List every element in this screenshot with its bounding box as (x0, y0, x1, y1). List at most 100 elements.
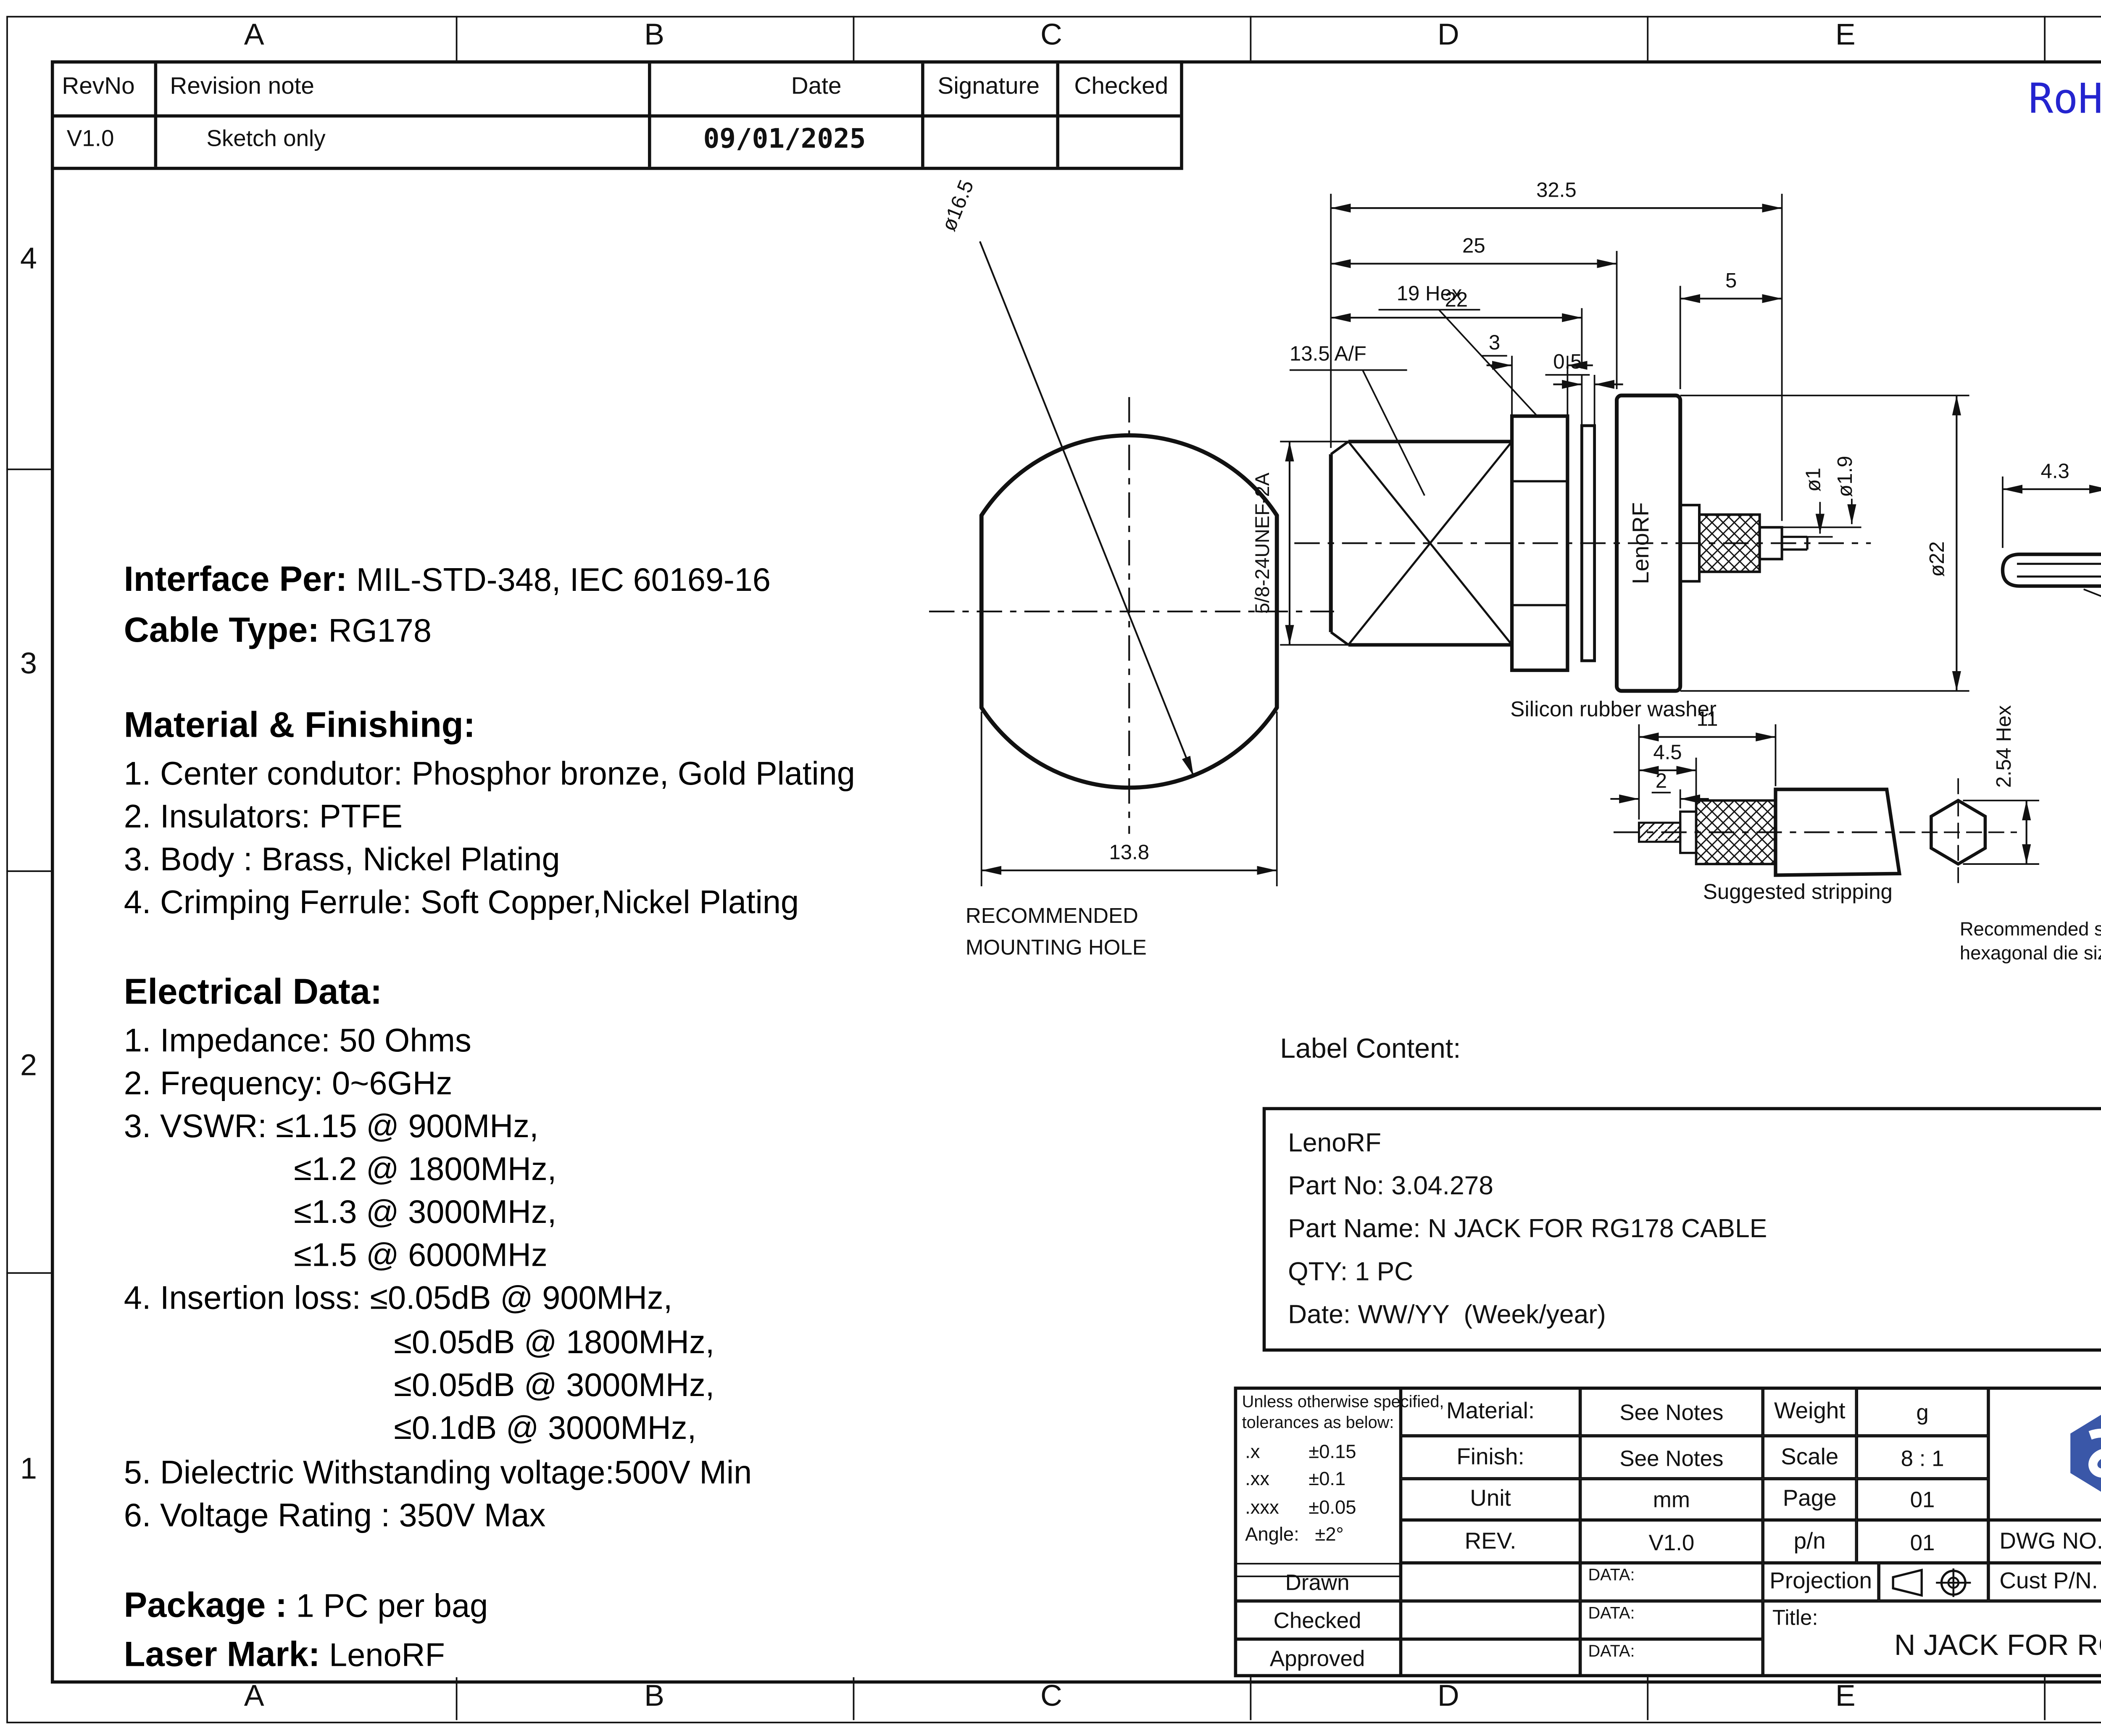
sheet-outer-border (6, 16, 2101, 1723)
material-item: 2. Insulators: PTFE (124, 799, 403, 836)
material-item: 3. Body : Brass, Nickel Plating (124, 842, 560, 879)
dim-25-label: 25 (1462, 234, 1485, 257)
electrical-item: ≤0.05dB @ 3000MHz, (394, 1367, 715, 1404)
interface-per-line: Interface Per: MIL-STD-348, IEC 60169-16 (124, 559, 771, 600)
checked-date-cell: DATA: (1580, 1601, 1763, 1639)
tolerance-box: Unless otherwise specified, tolerances a… (1234, 1386, 1444, 1578)
tolerance-row: Angle:±2° (1242, 1524, 1399, 1545)
checked-label-cell: Checked (1234, 1601, 1401, 1639)
zone-letter-top: E (1835, 19, 1856, 53)
tolerance-row: .x±0.15 (1242, 1441, 1399, 1462)
stripping-detail: 11 4.5 2 Suggested stripping (1610, 708, 1914, 904)
revision-table: RevNo Revision note Date Signature Check… (50, 60, 1183, 170)
zone-tick (2044, 16, 2046, 61)
package-label: Package : (124, 1585, 287, 1625)
tol-key: .xxx (1245, 1495, 1279, 1518)
electrical-item: ≤0.05dB @ 1800MHz, (394, 1325, 715, 1362)
page-label-cell: Page (1763, 1478, 1857, 1520)
dim-2-label: 2 (1656, 770, 1667, 793)
rev-col-header: Date (791, 73, 842, 100)
tolerance-note: Unless otherwise specified, (1242, 1393, 1444, 1412)
dim-0-5-label: 0.5 (1553, 350, 1582, 373)
zone-letter-top: A (244, 19, 264, 53)
electrical-item: 6. Voltage Rating : 350V Max (124, 1498, 546, 1534)
zone-letter-top: C (1040, 19, 1062, 53)
cable-type-line: Cable Type: RG178 (124, 610, 432, 651)
label-line: LenoRF (1288, 1129, 1382, 1158)
package-line: Package : 1 PC per bag (124, 1585, 488, 1626)
dim-4-3-label: 4.3 (2041, 460, 2069, 483)
zone-letter-bottom: E (1835, 1680, 1856, 1714)
dia-16-5-label: ø16.5 (937, 177, 978, 234)
rev-value-cell: V1.0 (1580, 1520, 1763, 1563)
interface-per-value: MIL-STD-348, IEC 60169-16 (356, 562, 771, 599)
stamping-caption: hexagonal die size (cannula) (1960, 942, 2101, 964)
rev-col-header: Revision note (170, 73, 314, 100)
zone-tick (1647, 1677, 1649, 1720)
tol-key: .xx (1245, 1467, 1270, 1490)
material-value-cell: See Notes (1580, 1386, 1763, 1436)
label-content-box: LenoRF Part No: 3.04.278 Part Name: N JA… (1262, 1107, 2101, 1352)
dim-13-5af-label: 13.5 A/F (1290, 342, 1366, 365)
tol-val: ±0.1 (1309, 1467, 1346, 1490)
zone-tick (853, 16, 855, 61)
label-line: Part No: 3.04.278 (1288, 1172, 1494, 1201)
tolerance-row: .xxx ±0.05 (1242, 1495, 1399, 1518)
dim-11-label: 11 (1696, 708, 1718, 730)
dim-13-8-label: 13.8 (1109, 841, 1149, 864)
laser-mark-line: Laser Mark: LenoRF (124, 1634, 445, 1675)
zone-letter-bottom: A (244, 1680, 264, 1714)
electrical-item: ≤0.1dB @ 3000MHz, (394, 1410, 697, 1447)
checked-signature-cell (1401, 1601, 1580, 1639)
laser-mark-value: LenoRF (329, 1637, 445, 1674)
dim-5-label: 5 (1725, 269, 1737, 292)
approved-date-cell: DATA: (1580, 1639, 1763, 1678)
hex-die-detail: 2.54 Hex Recommended stamping hexagonal … (1899, 705, 2101, 964)
electrical-item: 4. Insertion loss: ≤0.05dB @ 900MHz, (124, 1280, 673, 1317)
rev-col-header: Signature (937, 73, 1040, 100)
finish-value-cell: See Notes (1580, 1436, 1763, 1479)
dim-22-label: 22 (1445, 288, 1468, 311)
package-value: 1 PC per bag (296, 1588, 488, 1625)
zone-tick (6, 468, 51, 471)
pn-value-cell: 01 (1856, 1520, 1988, 1563)
tolerance-note: tolerances as below: (1242, 1413, 1394, 1433)
zone-tick (1250, 16, 1252, 61)
solder-detail: 4.3 ø0.5 SOLDER (2001, 460, 2101, 597)
weight-label-cell: Weight (1763, 1386, 1857, 1436)
drawing-title: N JACK FOR RG178 CABLE (1894, 1628, 2101, 1662)
approved-signature-cell (1401, 1639, 1580, 1678)
electrical-item: ≤1.3 @ 3000MHz, (294, 1194, 557, 1231)
interface-per-label: Interface Per: (124, 559, 348, 599)
drawn-date-cell: DATA: (1580, 1563, 1763, 1601)
zone-letter-top: B (644, 19, 665, 53)
label-line: Part Name: N JACK FOR RG178 CABLE (1288, 1215, 1767, 1244)
tol-val: ±0.05 (1309, 1495, 1356, 1518)
connector-side-view: 5/8-24UNEF-2A 19 Hex 13.5 A/F 3 0.5 (1251, 179, 1969, 721)
dim-32-5-label: 32.5 (1536, 179, 1577, 202)
tolerance-row: .xx ±0.1 (1242, 1467, 1399, 1490)
stamping-caption: Recommended stamping (1960, 918, 2101, 940)
material-item: 4. Crimping Ferrule: Soft Copper,Nickel … (124, 885, 799, 922)
label-line: QTY: 1 PC (1288, 1258, 1414, 1287)
zone-tick (455, 1677, 458, 1720)
hex-die-dim-label: 2.54 Hex (1993, 705, 2015, 788)
rev-label-cell: REV. (1401, 1520, 1580, 1563)
rev-col-header: RevNo (62, 73, 135, 100)
table-grid-line (54, 114, 1180, 118)
zone-tick (1647, 16, 1649, 61)
rohs-compliant-text: RoHS Compliant. (2028, 76, 2101, 124)
flange-brand-mark: LenoRF (1627, 502, 1653, 584)
rev-value: V1.0 (66, 127, 114, 153)
dia-22-label: ø22 (1926, 541, 1948, 577)
company-logo-cell: LenoRF (1988, 1386, 2101, 1520)
electrical-item: ≤1.5 @ 6000MHz (294, 1237, 548, 1274)
dia-1-9-label: ø1.9 (1834, 456, 1856, 497)
cable-type-value: RG178 (328, 613, 432, 650)
rev-note: Sketch only (206, 127, 326, 153)
material-heading: Material & Finishing: (124, 705, 476, 745)
material-item: 1. Center condutor: Phosphor bronze, Gol… (124, 756, 855, 793)
thread-callout-label: 5/8-24UNEF-2A (1251, 472, 1274, 614)
page-value-cell: 01 (1856, 1478, 1988, 1520)
electrical-item: 1. Impedance: 50 Ohms (124, 1022, 471, 1059)
